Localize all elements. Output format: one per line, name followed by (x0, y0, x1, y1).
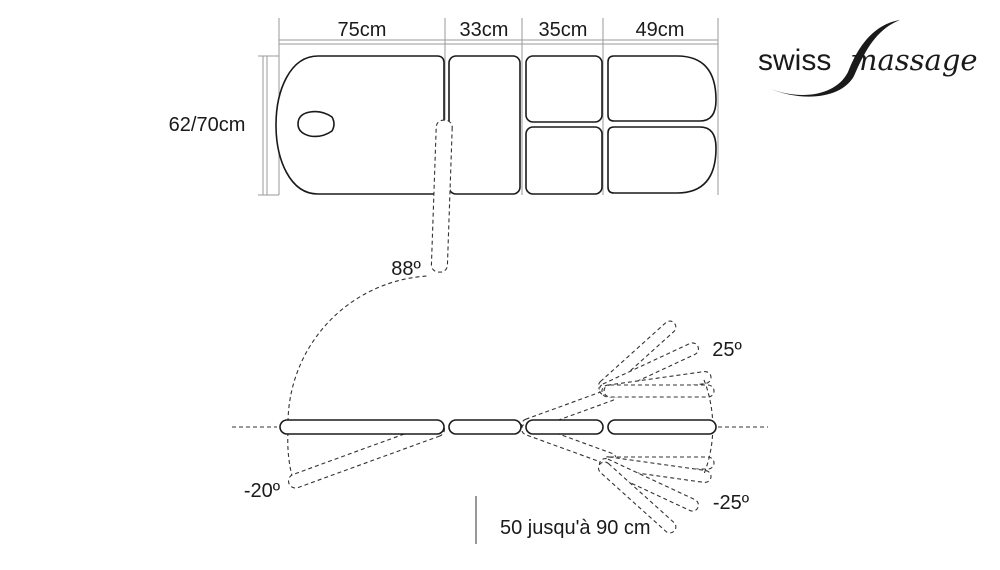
side-seat-section (525, 419, 604, 435)
leg-section-upper (607, 55, 717, 122)
head-lowered-position (287, 421, 445, 489)
height-label: 50 jusqu'à 90 cm (500, 517, 651, 539)
top-view: 75cm 33cm 35cm 49cm 62/70cm (169, 18, 719, 196)
logo-text-massage: massage (850, 43, 978, 77)
side-view: 88º -20º 25º -25º 50 jusqu'à 90 cm (232, 119, 768, 544)
dim-label-head: 75cm (338, 19, 387, 41)
face-hole (297, 110, 335, 138)
leg-arc (703, 379, 714, 475)
leg-flat-raised (603, 384, 715, 398)
leg-tilt-down-max (597, 461, 677, 534)
seat-section-lower (525, 126, 603, 195)
dim-label-width: 62/70cm (169, 114, 246, 136)
head-arc-up (287, 275, 429, 423)
angle-label-88: 88º (391, 258, 421, 280)
leg-section-lower (607, 126, 717, 194)
angle-label-25: 25º (712, 339, 742, 361)
leg-tilt-down-mid (601, 456, 712, 484)
side-back-section (448, 419, 522, 435)
swissmassage-logo: swiss massage (758, 20, 978, 97)
logo-text-swiss: swiss (758, 44, 831, 77)
angle-label-minus20: -20º (244, 480, 281, 502)
dim-label-back: 33cm (460, 19, 509, 41)
dim-label-seat: 35cm (539, 19, 588, 41)
head-raised-position (430, 119, 453, 273)
leg-tilt-down-25 (598, 457, 699, 512)
head-arc-down (287, 431, 293, 477)
side-head-section (279, 419, 445, 435)
dim-label-legs: 49cm (636, 19, 685, 41)
logo-swoosh (768, 20, 900, 97)
angle-label-minus25: -25º (713, 492, 750, 514)
side-leg-section (607, 419, 717, 435)
back-section (448, 55, 521, 195)
dimension-lines (258, 18, 719, 196)
seat-section-upper (525, 55, 603, 123)
